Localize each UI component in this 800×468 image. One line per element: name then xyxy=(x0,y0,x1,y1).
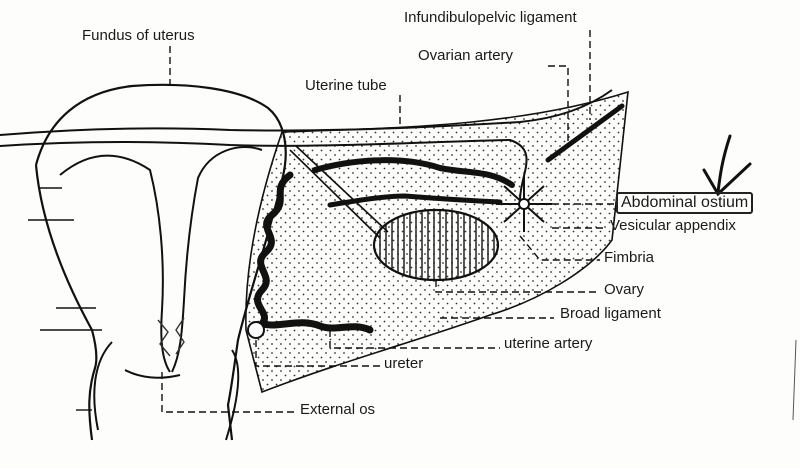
label-broad-ligament: Broad ligament xyxy=(560,306,661,321)
label-vesicular-appendix: Vesicular appendix xyxy=(610,218,736,233)
uterus-outline xyxy=(36,85,286,440)
ureter-circle xyxy=(248,322,264,338)
handdrawn-arrow-mark xyxy=(704,136,750,194)
vagina-wall xyxy=(94,342,238,440)
label-fundus: Fundus of uterus xyxy=(82,28,195,43)
label-ovary: Ovary xyxy=(604,282,644,297)
uterine-cavity-wall-left xyxy=(60,156,170,372)
ovary-shape xyxy=(374,210,498,280)
label-ovarian-artery: Ovarian artery xyxy=(418,48,513,63)
label-uterine-artery: uterine artery xyxy=(504,336,592,351)
label-external-os: External os xyxy=(300,402,375,417)
label-fimbria: Fimbria xyxy=(604,250,654,265)
abdominal-ostium-opening xyxy=(519,199,529,209)
label-abdominal-ostium: Abdominal ostium xyxy=(616,192,753,214)
label-infundibulopelvic: Infundibulopelvic ligament xyxy=(404,10,577,25)
scan-edge-mark xyxy=(793,340,796,420)
label-ureter: ureter xyxy=(384,356,423,371)
label-uterine-tube: Uterine tube xyxy=(305,78,387,93)
